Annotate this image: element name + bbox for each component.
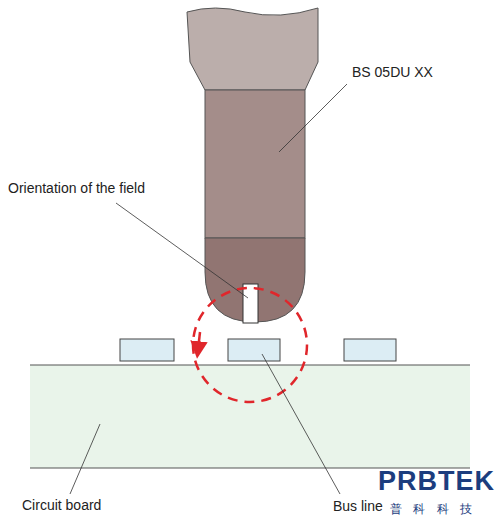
- probe-tip: [205, 238, 305, 322]
- part-label: Bus line: [333, 498, 383, 515]
- probe-body: [205, 90, 305, 238]
- leader-line: [262, 354, 340, 494]
- component: [120, 339, 174, 361]
- circuit-board: [30, 365, 470, 468]
- brand-subtitle: 普 科 科 技: [390, 502, 476, 516]
- leader-line: [279, 84, 347, 152]
- probe-handle: [187, 8, 318, 90]
- component: [344, 339, 396, 361]
- part-label: BS 05DU XX: [352, 64, 433, 81]
- part-label: Orientation of the field: [8, 180, 145, 197]
- part-label: Circuit board: [22, 497, 101, 514]
- magnetic-field: [193, 288, 307, 402]
- leader-line: [70, 424, 100, 494]
- field-arrow: [198, 332, 200, 350]
- probe-slot: [243, 284, 258, 323]
- brand-logo: PRBTEK: [378, 466, 495, 496]
- board-edge: [30, 364, 470, 365]
- bus-line-component: [228, 339, 280, 361]
- leader-line: [116, 203, 248, 298]
